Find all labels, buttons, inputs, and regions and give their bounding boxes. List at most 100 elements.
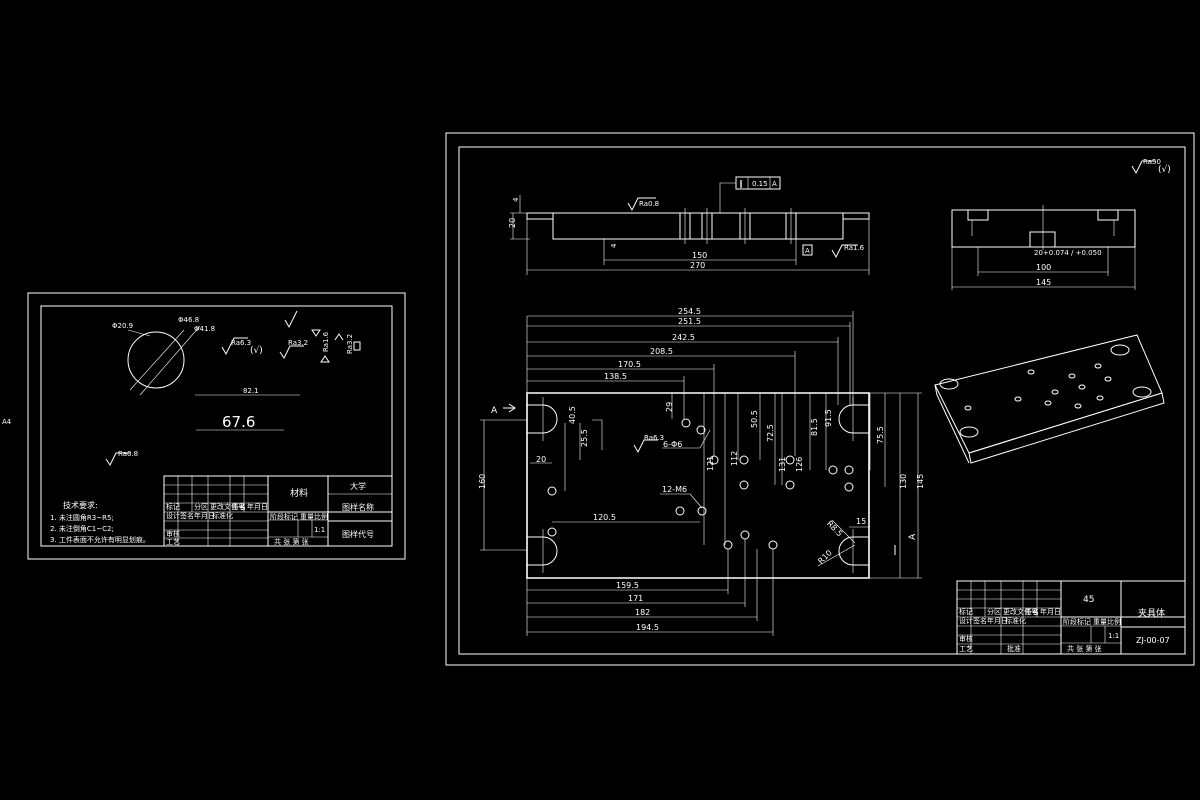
tb-small-university: 大学: [350, 481, 366, 491]
hole-note-b: 12-M6: [662, 485, 687, 494]
tb-large-approval: 批准: [1007, 644, 1021, 653]
top-dimension-stack: 254.5 251.5 242.5 208.5 170.5 138.5: [526, 307, 854, 456]
tb-small-rev-3: 分区: [194, 502, 208, 511]
datum-box-small: [353, 341, 361, 351]
tb-large-scale-label: 比例: [1107, 617, 1121, 626]
tb-large-sheet-info: 共 张 第 张: [1067, 644, 1102, 653]
roughness-label-1: Ra6.3: [231, 339, 251, 347]
dim-v-160: 160: [478, 474, 487, 489]
tb-large-stage: 阶段标记: [1063, 617, 1091, 626]
dim-top-4: 170.5: [618, 360, 641, 369]
large-title-block: 标记 分区 更改文件号 签名 年月日 设计 签名 年月日 标准化 审核 工艺 批…: [956, 580, 1186, 655]
dim-20: 20: [536, 455, 546, 464]
large-sheet: Ra50 (√) 20: [445, 132, 1195, 666]
middle-vertical-dims: 121 112 50.5 72.5 131 126 81.5 91.5 75.5: [703, 393, 885, 545]
tolerance-datum: A: [772, 180, 777, 188]
slot-roughness-label: Ra6.3: [644, 434, 664, 442]
bottom-dimension-stack: 159.5 171 182 194.5: [526, 539, 774, 636]
roughness-top: Ra0.8: [627, 197, 659, 212]
isometric-view: [934, 334, 1165, 464]
tb-large-weight: 重量: [1093, 618, 1107, 626]
dim-v-72-5: 72.5: [766, 424, 775, 442]
dim-bottom-3: 194.5: [636, 623, 659, 632]
dim-v-75-5: 75.5: [876, 426, 885, 444]
tb-small-date: 年月日: [194, 511, 215, 520]
large-sheet-outer-border: [445, 132, 1195, 666]
small-title-block: 标记 分区 更改文件号 签名 年月日 设计 签名 年月日 标准化 审核 工艺 材…: [163, 475, 393, 547]
tb-large-rev-5: 签名: [1025, 607, 1039, 616]
dim-v-121: 121: [706, 456, 715, 471]
dim-bottom-2: 182: [635, 608, 650, 617]
hole-note-a: 6-Φ6: [663, 440, 682, 449]
flatness-symbol: ∥: [739, 179, 743, 188]
dim-bottom-0: 159.5: [616, 581, 639, 590]
small-sheet: Φ20.9 Φ46.8 Φ41.8 Ra6.3 (√) Ra3.2 Ra1.6 …: [27, 292, 406, 560]
tb-small-review: 审核: [166, 529, 180, 538]
plan-view: A A 254.5 251.5 242.5: [478, 307, 925, 636]
dim-top-5: 138.5: [604, 372, 627, 381]
hole-pattern: [547, 418, 854, 550]
dim-v-126: 126: [795, 457, 804, 472]
roughness-symbol-2: [284, 310, 298, 329]
dim-145: 145: [1036, 278, 1051, 287]
tb-large-date: 年月日: [987, 616, 1008, 625]
tolerance-value: 0.15: [752, 180, 768, 188]
tb-large-std: 标准化: [1005, 616, 1026, 625]
general-roughness: Ra50 (√): [1131, 158, 1171, 175]
dim-len-big: 67.6: [222, 413, 255, 431]
roughness-paren: (√): [250, 345, 263, 356]
tb-small-stage: 阶段标记: [270, 512, 298, 521]
roughness-symbol-5: Ra3.2: [334, 333, 354, 354]
dim-v-145: 145: [916, 474, 925, 489]
tb-small-rev-5: 签名: [232, 502, 246, 511]
roughness-symbol-1: Ra6.3 (√): [221, 337, 263, 356]
dim-v-29: 29: [665, 402, 674, 412]
tb-small-scale: 1:1: [314, 526, 325, 534]
dim-slot-tol: 20+0.074 / +0.050: [1034, 249, 1102, 257]
tb-small-scale-label: 比例: [314, 512, 328, 521]
dim-v-130: 130: [899, 474, 908, 489]
tb-small-weight: 重量: [300, 513, 314, 521]
tb-large-scale: 1:1: [1108, 632, 1119, 640]
tb-small-material: 材料: [290, 487, 308, 499]
section-a-left: A: [491, 406, 498, 416]
dim-v-91-5: 91.5: [824, 409, 833, 427]
roughness-symbol-6: Ra0.8: [105, 450, 138, 466]
hole-note-12: 12-M6: [660, 485, 703, 509]
roughness-bottom: Ra1.6: [831, 244, 865, 259]
tb-small-code: 图样代号: [342, 529, 374, 539]
tb-small-rev-4: 更改文件号: [210, 502, 245, 511]
tb-small-std: 标准化: [212, 511, 233, 520]
dim-h20: 20: [508, 218, 517, 228]
tb-large-review: 审核: [959, 634, 973, 643]
dim-v-131: 131: [778, 457, 787, 472]
tb-large-rev-1: 标记: [959, 607, 973, 616]
tb-large-rev-6: 年月日: [1040, 607, 1061, 616]
tb-small-name: 图样名称: [342, 502, 374, 512]
tech-req-item-2: 2. 未注倒角C1~C2;: [50, 524, 114, 533]
roughness-bottom-label: Ra1.6: [844, 244, 865, 252]
dim-v-112: 112: [730, 451, 739, 466]
tb-small-rev-6: 年月日: [247, 502, 268, 511]
dim-len-small: 82.1: [243, 387, 259, 395]
dim-bottom-1: 171: [628, 594, 643, 603]
tb-large-part-name: 夹具体: [1138, 607, 1165, 619]
dim-phi-a: Φ20.9: [112, 322, 133, 330]
tb-large-sign: 签名: [973, 616, 987, 625]
tb-large-rev-3: 分区: [987, 607, 1001, 616]
front-section-view: 20 4 150 270 4 Ra0.8 ∥ 0.15 A A: [508, 176, 870, 275]
tech-req-title: 技术要求:: [63, 500, 98, 510]
datum-a-box: A: [802, 244, 813, 256]
dim-top-3: 208.5: [650, 347, 673, 356]
dim-phi-b: Φ46.8: [178, 316, 199, 324]
roughness-symbol-3: Ra3.2: [279, 339, 308, 359]
tb-large-process: 工艺: [959, 645, 973, 653]
large-sheet-inner-border: [458, 146, 1186, 655]
tech-req-item-1: 1. 未注圆角R3~R5;: [50, 513, 114, 522]
section-a-right: A: [908, 533, 918, 540]
radius-r10: R10: [816, 548, 834, 566]
tb-small-process: 工艺: [166, 538, 180, 546]
dim-v-40-5: 40.5: [568, 406, 577, 424]
dim-v-81-5: 81.5: [810, 418, 819, 436]
roughness-label-3: Ra1.6: [322, 331, 330, 352]
